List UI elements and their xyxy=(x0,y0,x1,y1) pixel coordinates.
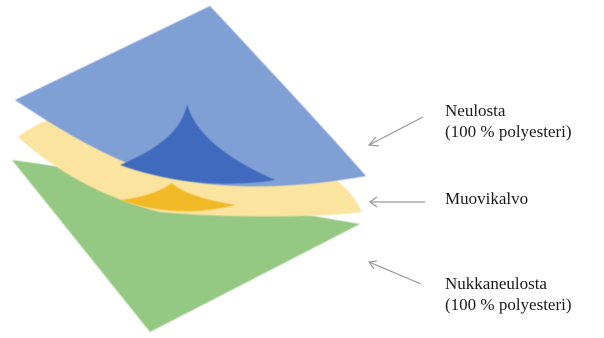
bottom-layer-green xyxy=(12,160,360,332)
top-layer-fold xyxy=(120,104,275,184)
label-muovikalvo-name: Muovikalvo xyxy=(445,189,529,208)
label-nukkaneulosta-name: Nukkaneulosta xyxy=(445,274,547,293)
label-nukkaneulosta-material: (100 % polyesteri) xyxy=(445,295,572,314)
label-neulosta: Neulosta (100 % polyesteri) xyxy=(445,100,572,142)
arrow-middle xyxy=(368,196,425,208)
label-neulosta-material: (100 % polyesteri) xyxy=(445,122,572,141)
label-muovikalvo: Muovikalvo xyxy=(445,188,528,209)
label-neulosta-name: Neulosta xyxy=(445,101,506,120)
middle-layer-fold xyxy=(120,183,235,212)
arrow-top xyxy=(367,116,424,147)
arrow-bottom xyxy=(367,260,422,285)
top-layer-blue xyxy=(15,6,366,187)
label-nukkaneulosta: Nukkaneulosta (100 % polyesteri) xyxy=(445,273,572,315)
